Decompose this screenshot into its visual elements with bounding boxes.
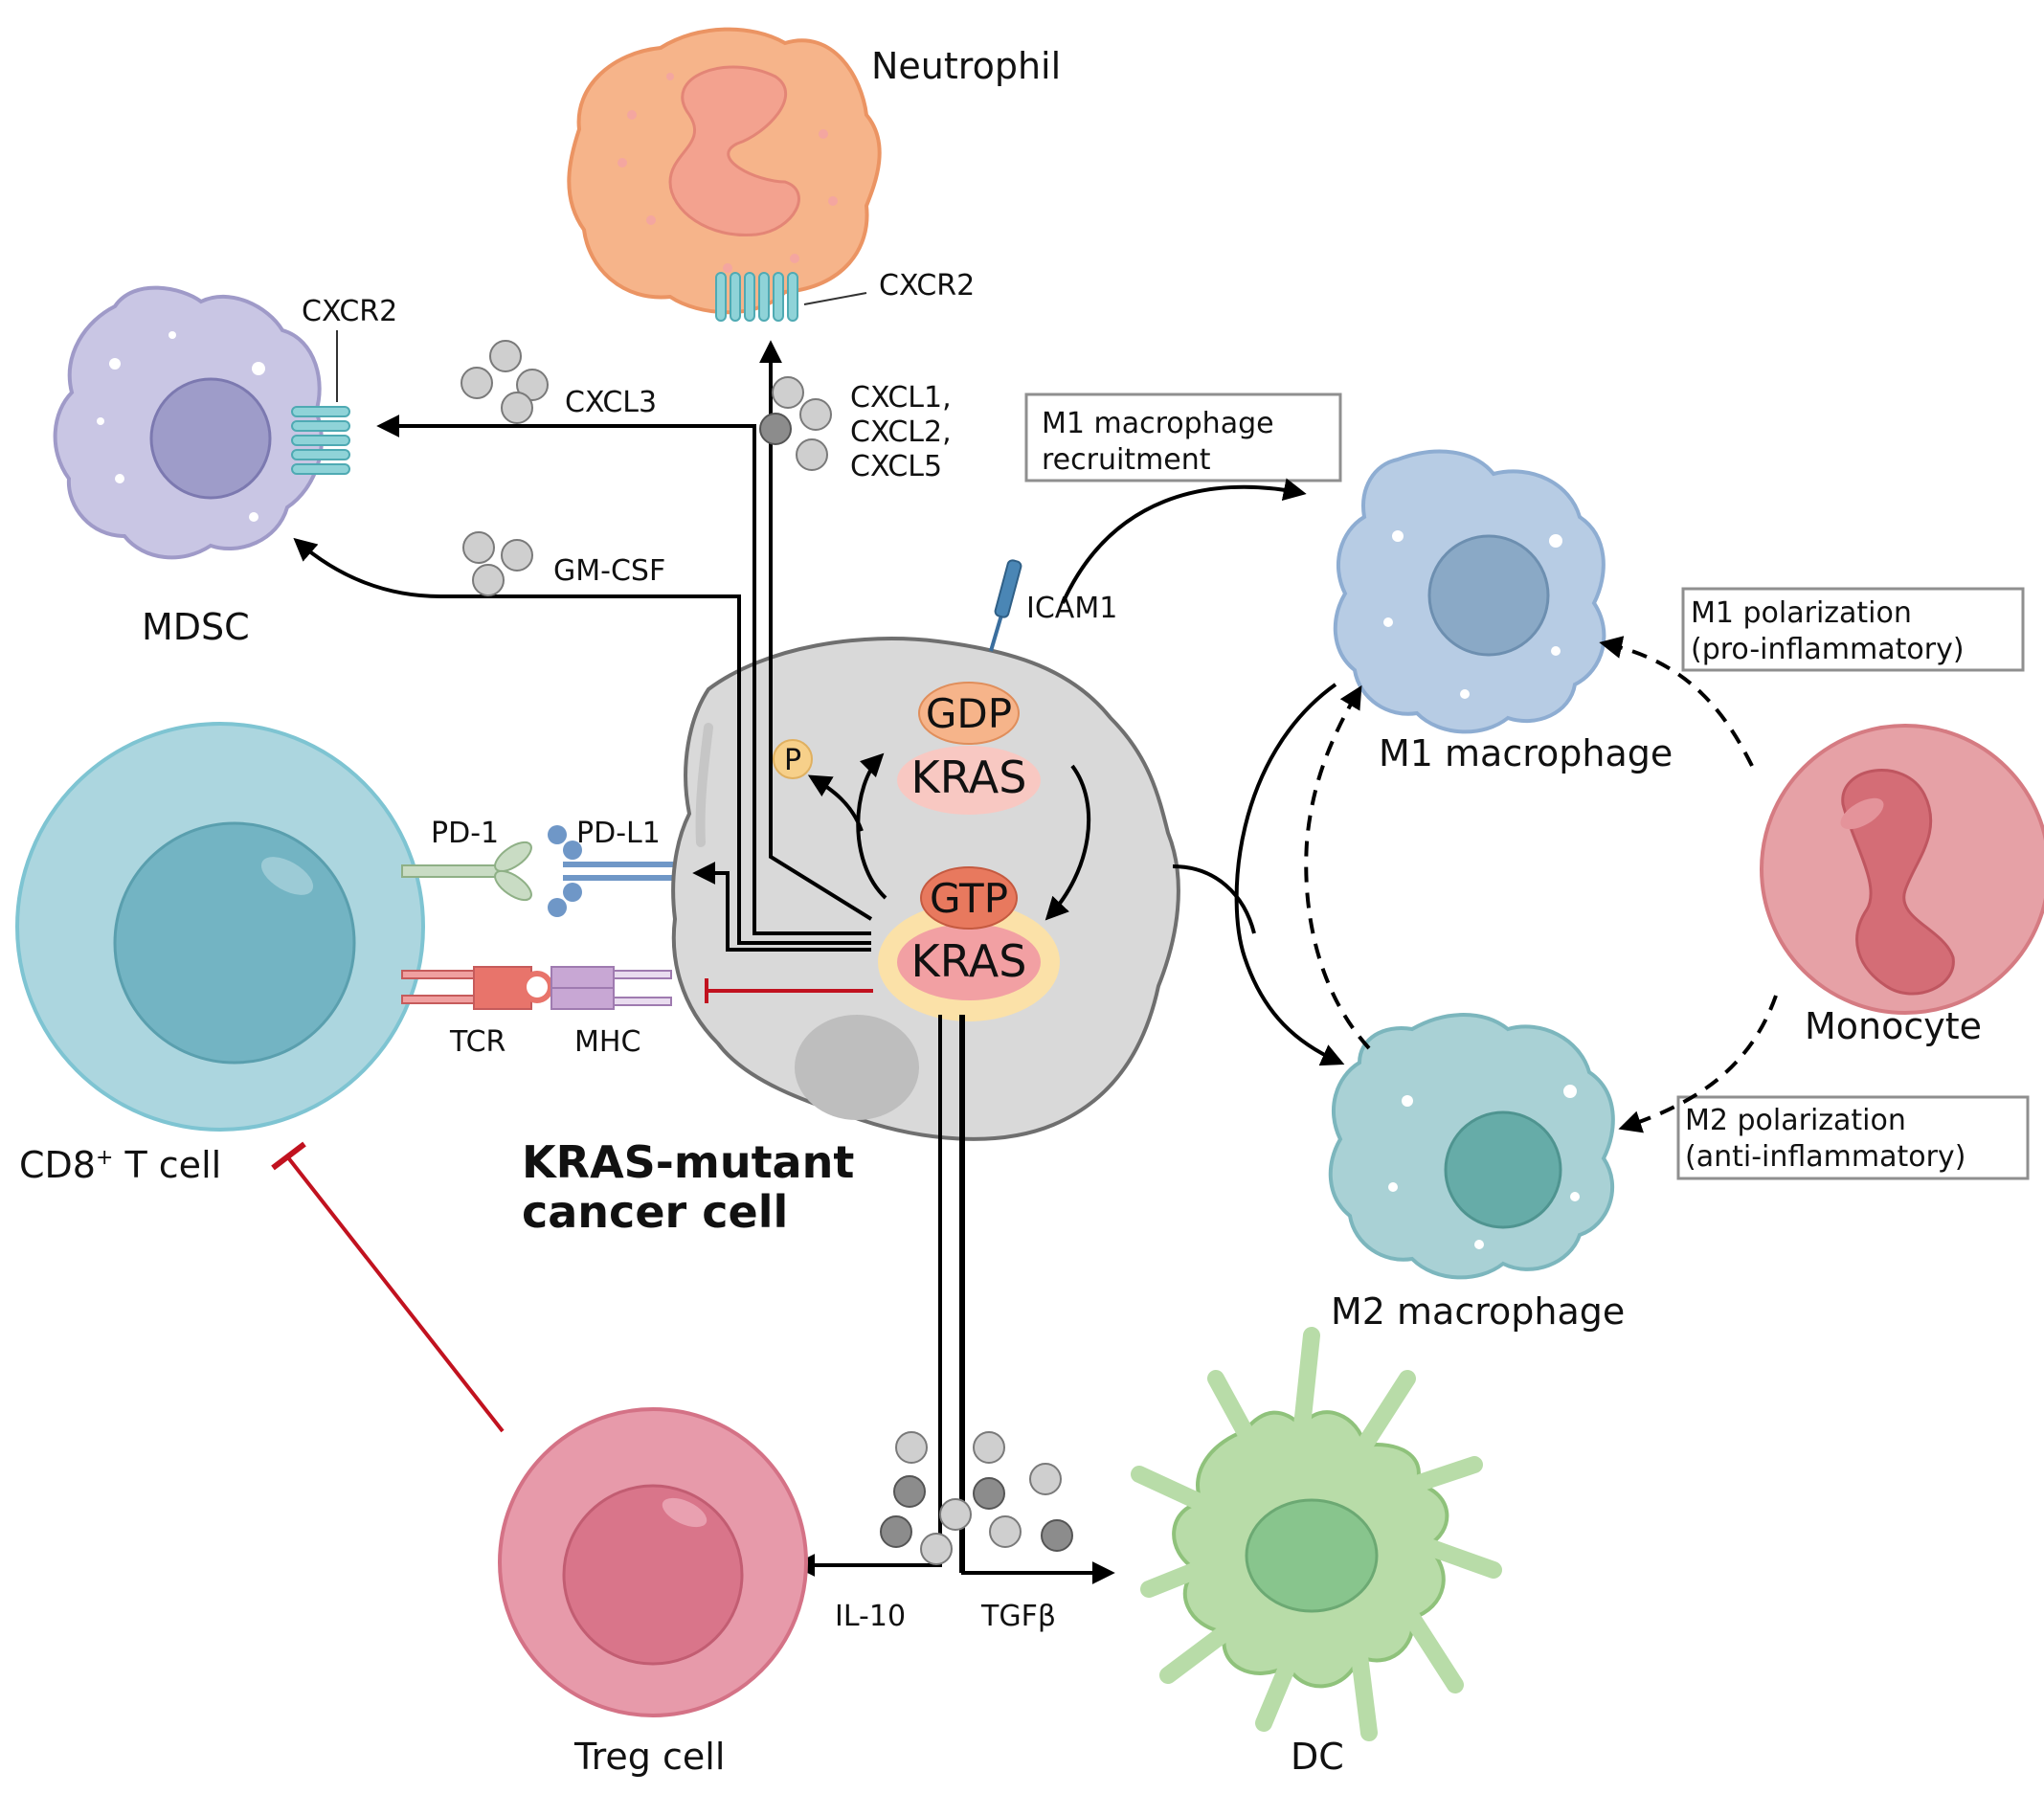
m2-macrophage-label: M2 macrophage	[1331, 1290, 1625, 1333]
cxcl3-label: CXCL3	[565, 386, 657, 419]
cxcl2-label: CXCL2,	[850, 415, 952, 449]
cd8-t-cell	[15, 722, 425, 1132]
m1-polarization-line2: (pro-inflammatory)	[1691, 633, 1965, 666]
phosphate-label: P	[784, 744, 801, 777]
pdl1-ligand	[548, 825, 673, 917]
gdp-label: GDP	[926, 690, 1012, 737]
icam1-receptor	[989, 559, 1022, 652]
treg-inhibition-bar	[271, 1141, 306, 1171]
m1-recruitment-line1: M1 macrophage	[1042, 407, 1274, 440]
pd1-label: PD-1	[431, 817, 499, 850]
m2-to-m1-arrow	[1304, 684, 1371, 1050]
pd1-receptor	[401, 841, 532, 902]
gdp-to-gtp-arrow	[1044, 764, 1091, 921]
monocyte-to-m2-arrow	[1618, 995, 1778, 1133]
neutrophil-cell	[567, 27, 882, 315]
cancer-cell-label-line2: cancer cell	[522, 1186, 788, 1238]
tcr-receptor	[401, 966, 553, 1010]
m1-recruitment-arrow	[1061, 478, 1307, 604]
il10-label: IL-10	[835, 1600, 906, 1633]
mdsc-label: MDSC	[142, 606, 250, 648]
cxcr2-receptor-neutrophil	[715, 272, 867, 322]
cancer-to-macrophage-line	[1172, 864, 1256, 934]
cxcl1-label: CXCL1,	[850, 381, 952, 415]
cxcl3-molecules	[460, 340, 549, 424]
m1-macrophage-label: M1 macrophage	[1379, 732, 1673, 774]
treg-cell	[498, 1407, 808, 1717]
m2-polarization-line1: M2 polarization	[1685, 1104, 1906, 1137]
tcr-label: TCR	[449, 1025, 505, 1059]
kras-gdp-complex	[897, 682, 1041, 815]
kras-top-label: KRAS	[911, 751, 1027, 803]
mhc-label: MHC	[574, 1025, 640, 1059]
m2-polarization-line2: (anti-inflammatory)	[1685, 1140, 1965, 1174]
mhc-molecule	[550, 966, 672, 1010]
monocyte-label: Monocyte	[1805, 1005, 1982, 1047]
tgfb-label: TGFβ	[980, 1600, 1056, 1633]
kras-bottom-label: KRAS	[911, 935, 1027, 987]
m2-macrophage-cell	[1328, 1013, 1615, 1280]
mdsc-cell	[53, 285, 324, 560]
phosphate-release-arrow	[807, 774, 864, 832]
m1-recruitment-box	[1024, 392, 1342, 482]
m2-polarization-box	[1676, 1095, 2030, 1180]
dendritic-cell	[1131, 1327, 1502, 1741]
neutrophil-label: Neutrophil	[871, 45, 1061, 87]
cxcr2-receptor-mdsc	[291, 330, 350, 475]
dc-label: DC	[1291, 1736, 1344, 1778]
phosphate-circle	[773, 739, 813, 779]
gmcsf-label: GM-CSF	[553, 554, 665, 588]
treg-cell-label: Treg cell	[573, 1736, 725, 1778]
treg-inhibits-cd8-line	[285, 1155, 505, 1433]
cxcr2-neutrophil-label: CXCR2	[879, 269, 975, 303]
kras-signal-lines	[293, 340, 1115, 1584]
cancer-cell-label-line1: KRAS-mutant	[522, 1136, 854, 1188]
cxcr2-mdsc-label: CXCR2	[302, 295, 397, 328]
icam1-label: ICAM1	[1026, 592, 1117, 625]
cd8-t-cell-label: CD8+ T cell	[19, 1144, 221, 1186]
il10-tgfb-molecules	[880, 1431, 1073, 1565]
m1-to-m2-arrow	[1234, 683, 1345, 1066]
monocyte-cell	[1760, 724, 2044, 1015]
m1-polarization-line1: M1 polarization	[1691, 596, 1912, 630]
m1-polarization-box	[1681, 587, 2025, 672]
cxcl5-label: CXCL5	[850, 450, 942, 483]
cxcl125-molecules	[759, 376, 832, 471]
m1-recruitment-line2: recruitment	[1042, 443, 1211, 477]
gtp-label: GTP	[930, 875, 1008, 922]
m1-macrophage-cell	[1333, 449, 1606, 734]
gmcsf-molecules	[462, 531, 533, 596]
pdl1-label: PD-L1	[576, 817, 661, 850]
kras-gtp-complex	[878, 866, 1060, 1021]
